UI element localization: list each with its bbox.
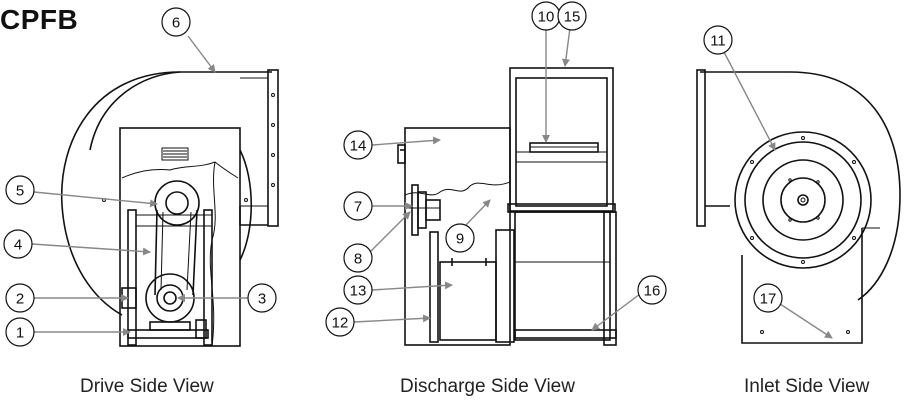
callout-6: 6 [161, 7, 191, 37]
inlet-cone [734, 131, 872, 269]
svg-text:17: 17 [760, 291, 777, 308]
svg-text:3: 3 [258, 291, 266, 308]
v-belt [154, 209, 158, 296]
callout-5: 5 [5, 175, 35, 205]
svg-text:15: 15 [564, 9, 581, 26]
callout-3: 3 [247, 283, 277, 313]
motor-cover [439, 261, 497, 341]
svg-text:14: 14 [350, 138, 367, 155]
svg-text:2: 2 [16, 291, 24, 308]
drive-pedestal [119, 127, 241, 347]
leader-lines [31, 27, 833, 339]
svg-text:6: 6 [172, 15, 180, 32]
callout-11: 11 [703, 25, 733, 55]
svg-text:12: 12 [332, 315, 349, 332]
drive-discharge-flange [267, 69, 279, 227]
svg-text:13: 13 [350, 283, 367, 300]
base-rail [514, 329, 617, 339]
inlet-pedestal [741, 228, 863, 344]
callout-14: 14 [343, 130, 373, 160]
discharge-side-view [397, 67, 617, 346]
inlet-side-view [696, 69, 901, 344]
diagram-title: CPFB [0, 4, 79, 35]
fan-pulley [154, 180, 200, 226]
drive-side-view [60, 69, 279, 347]
callout-2: 2 [5, 283, 35, 313]
motor [121, 273, 195, 331]
svg-text:5: 5 [16, 183, 24, 200]
inlet-scroll-housing [700, 71, 901, 301]
caption-inlet-side-view: Inlet Side View [744, 376, 870, 397]
callout-7: 7 [343, 191, 373, 221]
caption-discharge-side-view: Discharge Side View [400, 376, 575, 397]
svg-text:10: 10 [538, 9, 555, 26]
callout-9: 9 [445, 223, 475, 253]
svg-text:1: 1 [16, 325, 24, 342]
discharge-frame [509, 67, 614, 212]
callout-8: 8 [343, 243, 373, 273]
caption-drive-side-view: Drive Side View [80, 376, 214, 397]
svg-text:9: 9 [456, 231, 464, 248]
callout-10: 10 [531, 1, 561, 31]
vent-louvers [161, 147, 189, 161]
svg-text:16: 16 [644, 283, 661, 300]
callout-12: 12 [325, 307, 355, 337]
inlet-flange [696, 69, 706, 227]
svg-text:8: 8 [354, 251, 362, 268]
drive-scroll-housing [60, 71, 272, 316]
svg-text:7: 7 [354, 199, 362, 216]
callout-1: 1 [5, 317, 35, 347]
callout-15: 15 [557, 1, 587, 31]
svg-text:11: 11 [710, 33, 726, 50]
callout-17: 17 [753, 283, 783, 313]
callout-4: 4 [3, 229, 33, 259]
callout-13: 13 [343, 275, 373, 305]
discharge-housing [404, 127, 511, 346]
svg-text:4: 4 [14, 237, 22, 254]
callout-16: 16 [637, 275, 667, 305]
